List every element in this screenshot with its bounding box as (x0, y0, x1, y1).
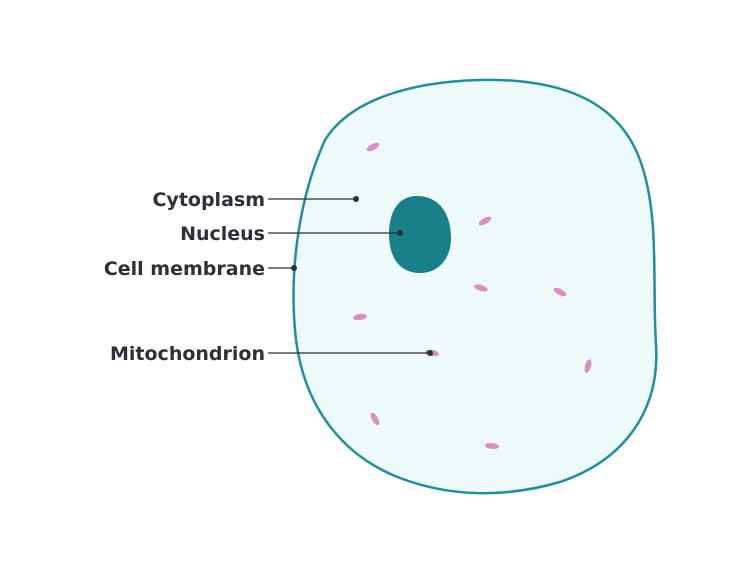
mitochondrion (366, 142, 380, 152)
leader-lines (268, 198, 430, 354)
mitochondrion-label: Mitochondrion (110, 343, 265, 365)
leader-dots (291, 196, 433, 356)
cytoplasm-label: Cytoplasm (152, 189, 265, 211)
nucleus-label: Nucleus (180, 223, 265, 245)
mitochondrion (485, 442, 499, 450)
mitochondrion (478, 216, 492, 226)
mitochondrion (370, 412, 380, 426)
mitochondrion (553, 287, 567, 297)
mitochondrion (474, 284, 488, 292)
nucleus (389, 196, 451, 274)
cell-membrane-leader-dot (291, 265, 297, 271)
mitochondrion (353, 313, 367, 321)
nucleus-leader-dot (397, 230, 403, 236)
cell-membrane-label: Cell membrane (104, 258, 265, 280)
mitochondrion (584, 359, 592, 373)
cytoplasm-leader-dot (353, 196, 359, 202)
mitochondrion-leader-dot (427, 350, 433, 356)
